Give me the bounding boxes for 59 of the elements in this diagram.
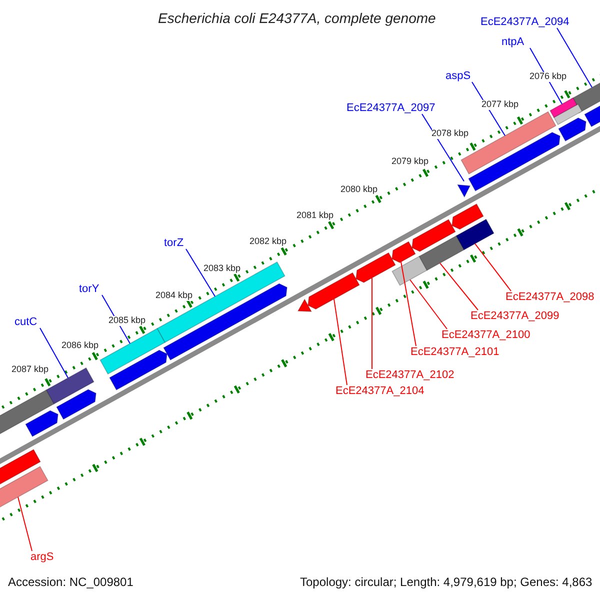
leader-line: [18, 496, 32, 552]
gene-label: EcE24377A_2099: [470, 310, 560, 322]
gene-bar: [156, 261, 286, 343]
footer-text: Accession: NC_009801: [8, 576, 134, 589]
gene-bar: [468, 132, 560, 192]
gene-label: torY: [79, 283, 100, 296]
scale-label: 2078 kbp: [432, 129, 469, 139]
gene-bar: [456, 218, 494, 250]
leader-line: [186, 248, 216, 297]
gene-marker: [297, 298, 312, 312]
scale-label: 2080 kbp: [340, 185, 378, 195]
gene-bar: [392, 256, 428, 286]
gene-bar: [558, 117, 586, 142]
footer-text: Topology: circular; Length: 4,979,619 bp; Genes: 4,863: [300, 576, 592, 589]
gene-bar: [308, 272, 360, 310]
gene-bar: [25, 410, 58, 438]
gene-bar: [550, 97, 578, 118]
leader-line: [422, 114, 464, 182]
leader-line: [400, 261, 416, 346]
scale-label: 2081 kbp: [296, 211, 334, 221]
gene-label: argS: [30, 551, 54, 564]
scale-label: 2077 kbp: [482, 100, 519, 110]
gene-bar: [56, 389, 96, 420]
scale-label: 2086 kbp: [62, 341, 99, 351]
gene-label: EcE24377A_2098: [506, 291, 594, 304]
scale-label: 2076 kbp: [530, 72, 567, 82]
gene-label: EcE24377A_2097: [346, 102, 436, 114]
gene-bar: [554, 104, 582, 126]
gene-bar: [100, 328, 166, 375]
gene-bar: [452, 203, 484, 230]
scale-label: 2085 kbp: [108, 316, 146, 326]
title: Escherichia coli E24377A, complete genome: [158, 10, 436, 26]
gene-label: EcE24377A_2100: [442, 329, 530, 342]
scale-label: 2087 kbp: [12, 365, 49, 375]
leader-line: [40, 328, 68, 378]
leader-line: [474, 243, 512, 292]
gene-label: cutC: [14, 316, 38, 328]
gene-bar: [392, 241, 416, 264]
gene-label: EcE24377A_2101: [410, 346, 500, 358]
scale-label: 2084 kbp: [156, 291, 193, 301]
scale-label: 2082 kbp: [250, 237, 287, 247]
leader-line: [410, 279, 448, 330]
gene-marker: [456, 184, 471, 198]
gene-bar: [356, 252, 396, 283]
gene-label: EcE24377A_2094: [480, 16, 570, 28]
leader-line: [556, 28, 592, 88]
gene-bar: [418, 235, 464, 271]
gene-bar: [0, 448, 41, 486]
gene-label: aspS: [446, 70, 471, 82]
gene-label: ntpA: [502, 36, 524, 48]
leader-line: [334, 298, 348, 386]
gene-bar: [109, 350, 168, 390]
gene-bar: [412, 218, 456, 252]
gene-label: torZ: [164, 237, 184, 250]
scale-label: 2083 kbp: [204, 264, 241, 274]
leader-line: [440, 262, 478, 310]
gene-label: EcE24377A_2102: [366, 369, 454, 382]
gene-label: EcE24377A_2104: [336, 385, 424, 398]
scale-label: 2079 kbp: [392, 157, 429, 167]
